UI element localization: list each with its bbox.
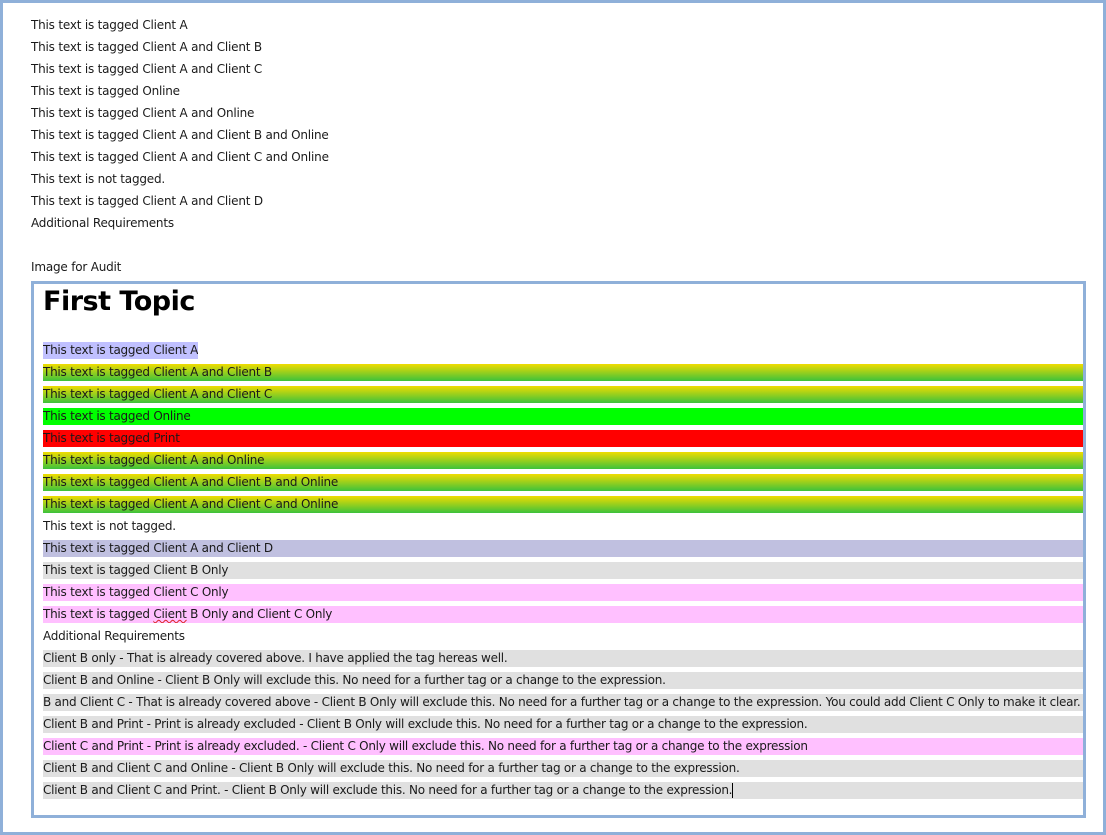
- text-line: This text is tagged Online: [31, 84, 180, 98]
- audit-rows: This text is tagged Client A This text is…: [43, 342, 1083, 804]
- text-line: Additional Requirements: [31, 216, 174, 230]
- tagged-row: This text is tagged Print: [43, 430, 1083, 447]
- row-text: B Only and Client C Only: [186, 607, 333, 621]
- text-line: This text is tagged Client A and Online: [31, 106, 255, 120]
- tagged-row: This text is tagged Client A and Client …: [43, 540, 1083, 557]
- row-text: Client B and Client C and Print. - Clien…: [43, 783, 733, 797]
- tagged-text-list: This text is tagged Client A This text is…: [31, 17, 329, 237]
- row-text: Client B and Online - Client B Only will…: [43, 673, 666, 687]
- row-text: This text is tagged Client A and Client …: [43, 387, 272, 401]
- tagged-row: This text is tagged Client A and Client …: [43, 386, 1083, 403]
- tagged-row: This text is tagged Online: [43, 408, 1083, 425]
- row-text: This text is tagged Print: [43, 431, 180, 445]
- text-line: This text is not tagged.: [31, 172, 166, 186]
- row-text: This text is tagged Client A and Client …: [43, 497, 339, 511]
- tagged-row: This text is tagged Client A and Client …: [43, 364, 1083, 381]
- tagged-row: This text is tagged Client B Only: [43, 562, 1083, 579]
- text-line: This text is tagged Client A and Client …: [31, 62, 263, 76]
- row-text: This text is tagged Client A and Client …: [43, 365, 272, 379]
- text-line: This text is tagged Client A and Client …: [31, 150, 329, 164]
- row-text: Additional Requirements: [43, 629, 185, 643]
- row-text: Client B only - That is already covered …: [43, 651, 508, 665]
- text-line: This text is tagged Client A and Client …: [31, 40, 262, 54]
- tagged-row: This text is tagged Ciient B Only and Cl…: [43, 606, 1083, 623]
- row-text: This text is tagged: [43, 607, 154, 621]
- tagged-row: Client B and Client C and Print. - Clien…: [43, 782, 1083, 799]
- row-text: This text is tagged Client A and Online: [43, 453, 265, 467]
- tagged-row: Client C and Print - Print is already ex…: [43, 738, 1083, 755]
- misspelled-word: Ciient: [153, 607, 187, 621]
- text-line: This text is tagged Client A and Client …: [31, 194, 263, 208]
- tagged-row: Client B and Print - Print is already ex…: [43, 716, 1083, 733]
- row-text: B and Client C - That is already covered…: [43, 695, 1081, 709]
- tagged-row: Client B and Online - Client B Only will…: [43, 672, 1083, 689]
- tagged-row: This text is tagged Client A and Client …: [43, 496, 1083, 513]
- tagged-row: B and Client C - That is already covered…: [43, 694, 1083, 711]
- row-text: Client B and Client C and Online - Clien…: [43, 761, 740, 775]
- tagged-row: This text is tagged Client A and Online: [43, 452, 1083, 469]
- row-text: This text is tagged Client B Only: [43, 563, 229, 577]
- tagged-row: Additional Requirements: [43, 628, 1083, 645]
- row-text: This text is tagged Online: [43, 409, 191, 423]
- audit-image: First Topic This text is tagged Client A…: [31, 281, 1086, 818]
- audit-image-label: Image for Audit: [31, 260, 122, 274]
- tagged-row: This text is tagged Client A and Client …: [43, 474, 1083, 491]
- row-text: This text is tagged Client A: [43, 343, 199, 357]
- text-line: This text is tagged Client A: [31, 18, 188, 32]
- tagged-row: This text is tagged Client C Only: [43, 584, 1083, 601]
- row-text: This text is tagged Client A and Client …: [43, 475, 339, 489]
- tagged-row: Client B only - That is already covered …: [43, 650, 1083, 667]
- row-text: This text is not tagged.: [43, 519, 176, 533]
- topic-title: First Topic: [43, 286, 195, 317]
- tagged-row: Client B and Client C and Online - Clien…: [43, 760, 1083, 777]
- text-line: This text is tagged Client A and Client …: [31, 128, 329, 142]
- row-text: Client C and Print - Print is already ex…: [43, 739, 808, 753]
- row-text: Client B and Print - Print is already ex…: [43, 717, 808, 731]
- row-text: This text is tagged Client A and Client …: [43, 541, 273, 555]
- tagged-row: This text is not tagged.: [43, 518, 1083, 535]
- text-cursor: [732, 783, 734, 798]
- tagged-row: This text is tagged Client A: [43, 342, 199, 359]
- row-text: This text is tagged Client C Only: [43, 585, 229, 599]
